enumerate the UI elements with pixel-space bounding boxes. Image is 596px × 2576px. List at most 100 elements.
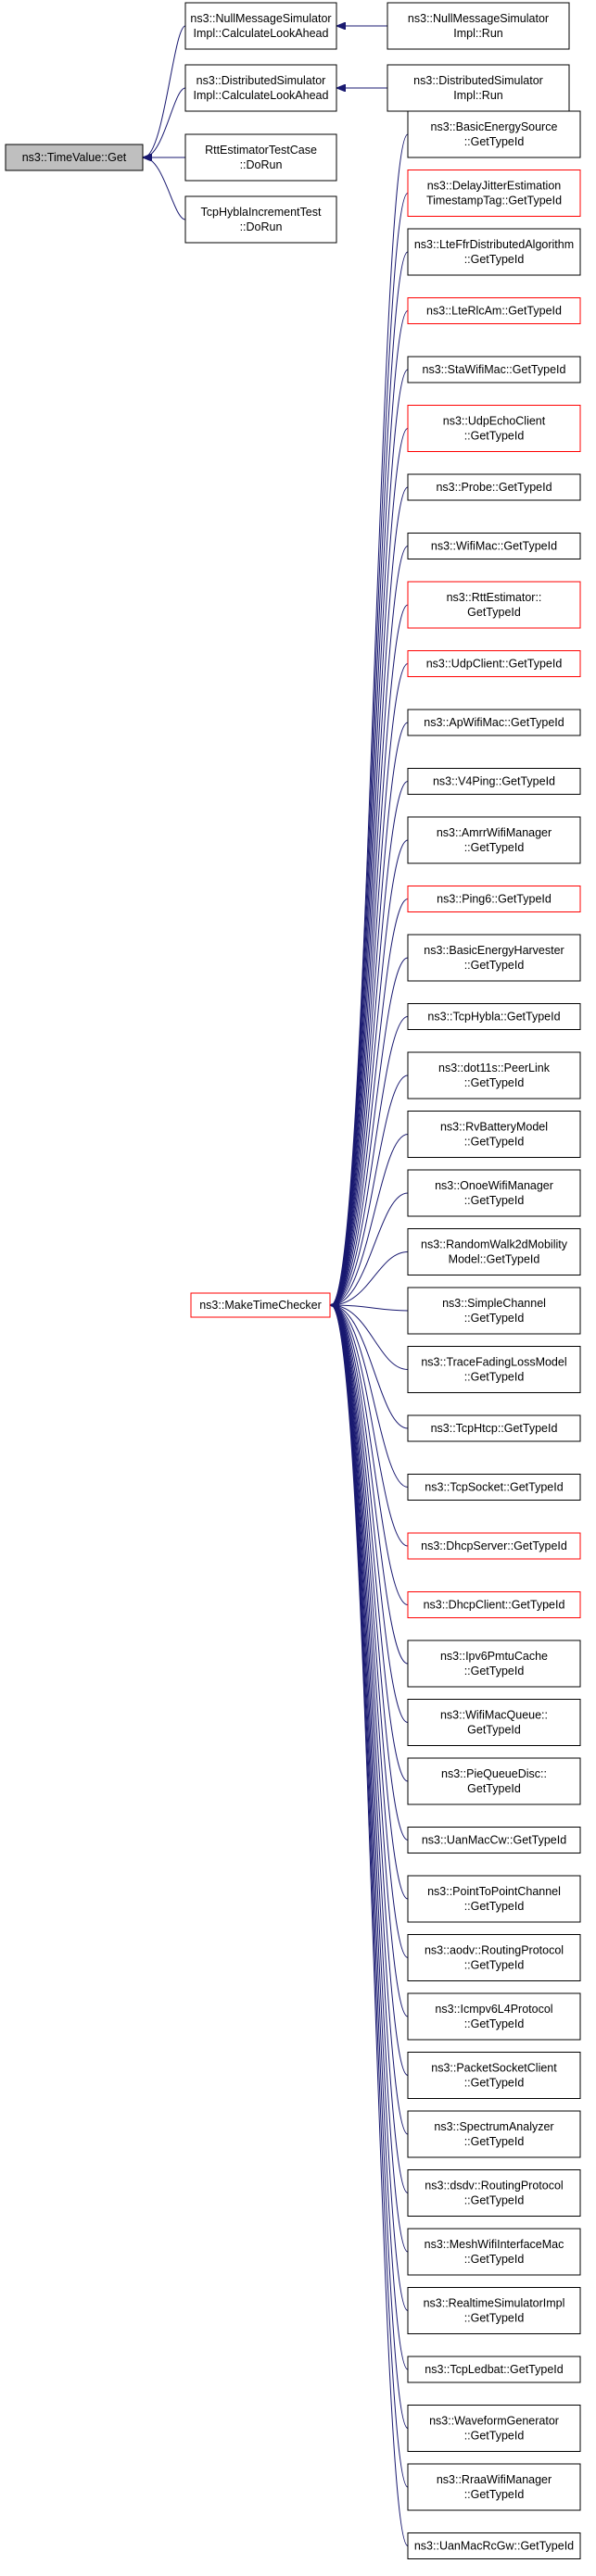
node-timevalue_get[interactable]: ns3::TimeValue::Get	[5, 144, 144, 171]
edge-nullmsg_lookahead-to-timevalue_get	[144, 25, 186, 157]
node-c23[interactable]: ns3::TcpHtcp::GetTypeId	[407, 1414, 581, 1442]
node-c32[interactable]: ns3::aodv::RoutingProtocol::GetTypeId	[407, 1934, 581, 1981]
edge-c28-to-maketimechecker	[331, 1305, 409, 1723]
node-c20[interactable]: ns3::RandomWalk2dMobilityModel::GetTypeI…	[407, 1228, 581, 1275]
node-label: ns3::SpectrumAnalyzer	[434, 2120, 553, 2133]
node-box	[407, 533, 581, 559]
node-label: ns3::LteFfrDistributedAlgorithm	[414, 238, 574, 251]
node-c39[interactable]: ns3::TcpLedbat::GetTypeId	[407, 2356, 581, 2383]
node-label: ns3::OnoeWifiManager	[435, 1179, 553, 1192]
node-c30[interactable]: ns3::UanMacCw::GetTypeId	[407, 1827, 581, 1853]
node-c2[interactable]: ns3::DelayJitterEstimationTimestampTag::…	[407, 170, 581, 217]
node-label: ::GetTypeId	[464, 430, 525, 443]
edge-c9-to-maketimechecker	[331, 604, 409, 1305]
node-c31[interactable]: ns3::PointToPointChannel::GetTypeId	[407, 1875, 581, 1923]
node-box	[407, 2110, 581, 2158]
node-c4[interactable]: ns3::LteRlcAm::GetTypeId	[407, 297, 581, 324]
node-rttest_dorun[interactable]: RttEstimatorTestCase::DoRun	[184, 133, 337, 182]
node-c1[interactable]: ns3::BasicEnergySource::GetTypeId	[407, 110, 581, 158]
node-box	[407, 1111, 581, 1158]
node-label: ns3::WaveformGenerator	[429, 2415, 559, 2428]
node-label: ns3::RraaWifiManager	[437, 2473, 552, 2486]
node-label: ns3::PointToPointChannel	[427, 1885, 561, 1898]
node-c25[interactable]: ns3::DhcpServer::GetTypeId	[407, 1532, 581, 1560]
node-c37[interactable]: ns3::MeshWifiInterfaceMac::GetTypeId	[407, 2228, 581, 2276]
node-label: ns3::SimpleChannel	[442, 1297, 546, 1310]
node-c21[interactable]: ns3::SimpleChannel::GetTypeId	[407, 1287, 581, 1335]
node-c6[interactable]: ns3::UdpEchoClient::GetTypeId	[407, 405, 581, 452]
node-label: Impl::CalculateLookAhead	[194, 27, 329, 40]
node-label: ns3::DhcpServer::GetTypeId	[421, 1539, 567, 1552]
node-label: ns3::MeshWifiInterfaceMac	[425, 2238, 564, 2251]
node-c41[interactable]: ns3::RraaWifiManager::GetTypeId	[407, 2463, 581, 2511]
node-c8[interactable]: ns3::WifiMac::GetTypeId	[407, 533, 581, 559]
node-label: ns3::UdpClient::GetTypeId	[426, 658, 563, 671]
edge-c42-to-maketimechecker	[331, 1305, 409, 2546]
node-c29[interactable]: ns3::PieQueueDisc::GetTypeId	[407, 1757, 581, 1805]
node-c9[interactable]: ns3::RttEstimator::GetTypeId	[407, 581, 581, 629]
node-c35[interactable]: ns3::SpectrumAnalyzer::GetTypeId	[407, 2110, 581, 2158]
node-box	[407, 1875, 581, 1923]
node-label: ns3::StaWifiMac::GetTypeId	[423, 363, 566, 376]
node-c17[interactable]: ns3::dot11s::PeerLink::GetTypeId	[407, 1051, 581, 1100]
node-label: ns3::TcpLedbat::GetTypeId	[425, 2363, 563, 2376]
node-label: ::GetTypeId	[464, 1076, 525, 1089]
node-c33[interactable]: ns3::Icmpv6L4Protocol::GetTypeId	[407, 1992, 581, 2041]
node-box	[407, 581, 581, 629]
node-box	[407, 2532, 581, 2559]
edge-c12-to-maketimechecker	[331, 781, 409, 1306]
node-label: ns3::TcpHybla::GetTypeId	[427, 1011, 560, 1024]
node-c27[interactable]: ns3::Ipv6PmtuCache::GetTypeId	[407, 1640, 581, 1688]
node-c19[interactable]: ns3::OnoeWifiManager::GetTypeId	[407, 1169, 581, 1217]
node-label: ns3::ApWifiMac::GetTypeId	[424, 716, 564, 729]
node-c26[interactable]: ns3::DhcpClient::GetTypeId	[407, 1591, 581, 1618]
node-c7[interactable]: ns3::Probe::GetTypeId	[407, 473, 581, 501]
node-box	[407, 650, 581, 677]
node-c13[interactable]: ns3::AmrrWifiManager::GetTypeId	[407, 816, 581, 864]
node-box	[407, 1757, 581, 1805]
node-label: ::GetTypeId	[464, 253, 525, 266]
edge-c14-to-maketimechecker	[331, 898, 409, 1306]
node-c5[interactable]: ns3::StaWifiMac::GetTypeId	[407, 356, 581, 383]
node-c12[interactable]: ns3::V4Ping::GetTypeId	[407, 768, 581, 795]
edge-c29-to-maketimechecker	[331, 1305, 409, 1782]
node-c36[interactable]: ns3::dsdv::RoutingProtocol::GetTypeId	[407, 2169, 581, 2217]
node-maketimechecker[interactable]: ns3::MakeTimeChecker	[190, 1292, 331, 1318]
node-label: ::DoRun	[240, 158, 283, 171]
node-label: ns3::TraceFadingLossModel	[421, 1356, 566, 1369]
node-c22[interactable]: ns3::TraceFadingLossModel::GetTypeId	[407, 1346, 581, 1393]
node-nullmsg_lookahead[interactable]: ns3::NullMessageSimulatorImpl::Calculate…	[184, 2, 337, 50]
node-label: ::GetTypeId	[464, 2488, 525, 2501]
node-label: ns3::RttEstimator::	[447, 591, 542, 604]
node-label: ns3::PacketSocketClient	[431, 2062, 557, 2075]
edge-c25-to-maketimechecker	[331, 1305, 409, 1547]
edge-c39-to-maketimechecker	[331, 1305, 409, 2370]
node-c14[interactable]: ns3::Ping6::GetTypeId	[407, 886, 581, 912]
node-c18[interactable]: ns3::RvBatteryModel::GetTypeId	[407, 1111, 581, 1158]
node-c24[interactable]: ns3::TcpSocket::GetTypeId	[407, 1474, 581, 1501]
node-c10[interactable]: ns3::UdpClient::GetTypeId	[407, 650, 581, 677]
node-box	[407, 2287, 581, 2334]
node-c40[interactable]: ns3::WaveformGenerator::GetTypeId	[407, 2405, 581, 2452]
edge-c24-to-maketimechecker	[331, 1305, 409, 1488]
node-c34[interactable]: ns3::PacketSocketClient::GetTypeId	[407, 2052, 581, 2099]
edge-c32-to-maketimechecker	[331, 1305, 409, 1958]
node-label: ::GetTypeId	[464, 2135, 525, 2148]
node-c42[interactable]: ns3::UanMacRcGw::GetTypeId	[407, 2532, 581, 2559]
node-distsim_lookahead[interactable]: ns3::DistributedSimulatorImpl::Calculate…	[184, 64, 337, 112]
node-c28[interactable]: ns3::WifiMacQueue::GetTypeId	[407, 1699, 581, 1746]
node-c11[interactable]: ns3::ApWifiMac::GetTypeId	[407, 709, 581, 736]
node-tcphybla_dorun[interactable]: TcpHyblaIncrementTest::DoRun	[184, 195, 337, 244]
node-label: ns3::WifiMac::GetTypeId	[431, 540, 557, 553]
node-c15[interactable]: ns3::BasicEnergyHarvester::GetTypeId	[407, 934, 581, 982]
node-c16[interactable]: ns3::TcpHybla::GetTypeId	[407, 1003, 581, 1030]
node-c38[interactable]: ns3::RealtimeSimulatorImpl::GetTypeId	[407, 2287, 581, 2334]
node-label: ::GetTypeId	[464, 2253, 525, 2266]
node-c3[interactable]: ns3::LteFfrDistributedAlgorithm::GetType…	[407, 228, 581, 276]
node-label: ns3::RandomWalk2dMobility	[421, 1238, 568, 1251]
node-label: ::GetTypeId	[464, 1312, 525, 1325]
node-label: ::GetTypeId	[464, 1959, 525, 1972]
